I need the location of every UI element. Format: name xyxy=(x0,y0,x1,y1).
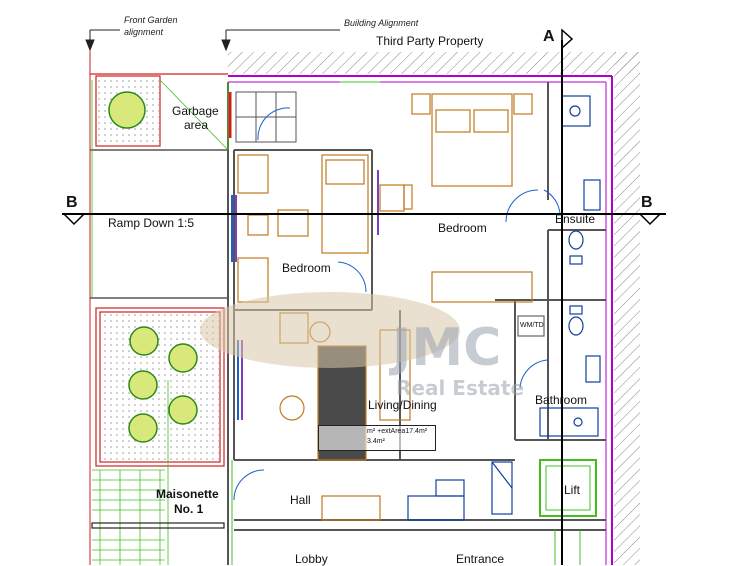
stair-grid xyxy=(235,91,297,143)
garbage-area-label-1: Garbage xyxy=(172,104,219,118)
maisonette-threshold xyxy=(91,522,225,529)
front-garden-label: Front Garden xyxy=(124,15,178,25)
lobby-label: Lobby xyxy=(295,552,328,566)
watermark-figures xyxy=(200,292,460,368)
garbage-area-label-2: area xyxy=(184,118,209,132)
section-lines xyxy=(62,40,666,565)
ramp-label: Ramp Down 1:5 xyxy=(108,216,195,230)
bedroom-small-label: Bedroom xyxy=(282,261,331,275)
third-party-hatch-top xyxy=(228,52,640,74)
entrance-label: Entrance xyxy=(456,552,505,566)
alignment-lines xyxy=(85,29,340,565)
building-alignment-label: Building Alignment xyxy=(344,18,419,28)
maisonette-label-1: Maisonette xyxy=(156,487,219,501)
ensuite-label: Ensuite xyxy=(555,212,596,226)
plants xyxy=(108,91,198,443)
property-boundary xyxy=(228,75,613,565)
bathroom-label: Bathroom xyxy=(535,393,588,407)
area-callout: m² +extArea17.4m² 3.4m² xyxy=(318,425,436,451)
green-partitions xyxy=(227,81,597,565)
doors xyxy=(233,189,561,501)
section-arrows xyxy=(62,28,662,226)
living-dining-label: Living/Dining xyxy=(368,398,437,412)
front-garden-sub-label: alignment xyxy=(124,27,164,37)
ramp-stripes xyxy=(91,79,229,565)
area-callout-line-1: m² +extArea17.4m² xyxy=(367,428,428,435)
area-callout-line-2: 3.4m² xyxy=(367,438,385,445)
lift-label: Lift xyxy=(564,483,581,497)
bathroom-fixtures xyxy=(491,95,601,515)
hall-label: Hall xyxy=(290,493,311,507)
garden-bed-bottom xyxy=(101,313,219,461)
watermark-real-estate: Real Estate xyxy=(396,376,525,400)
wmtd-label: WM/TD xyxy=(520,322,544,329)
section-marker-b-right: B xyxy=(641,194,653,211)
third-party-hatch-right xyxy=(614,52,640,565)
third-party-label: Third Party Property xyxy=(376,34,484,48)
watermark-jmc: JMC xyxy=(392,318,502,378)
section-marker-b-left: B xyxy=(66,194,78,211)
maisonette-label-2: No. 1 xyxy=(174,502,204,516)
front-garden xyxy=(90,73,228,467)
section-marker-a: A xyxy=(543,28,555,45)
bedroom-main-label: Bedroom xyxy=(438,221,487,235)
